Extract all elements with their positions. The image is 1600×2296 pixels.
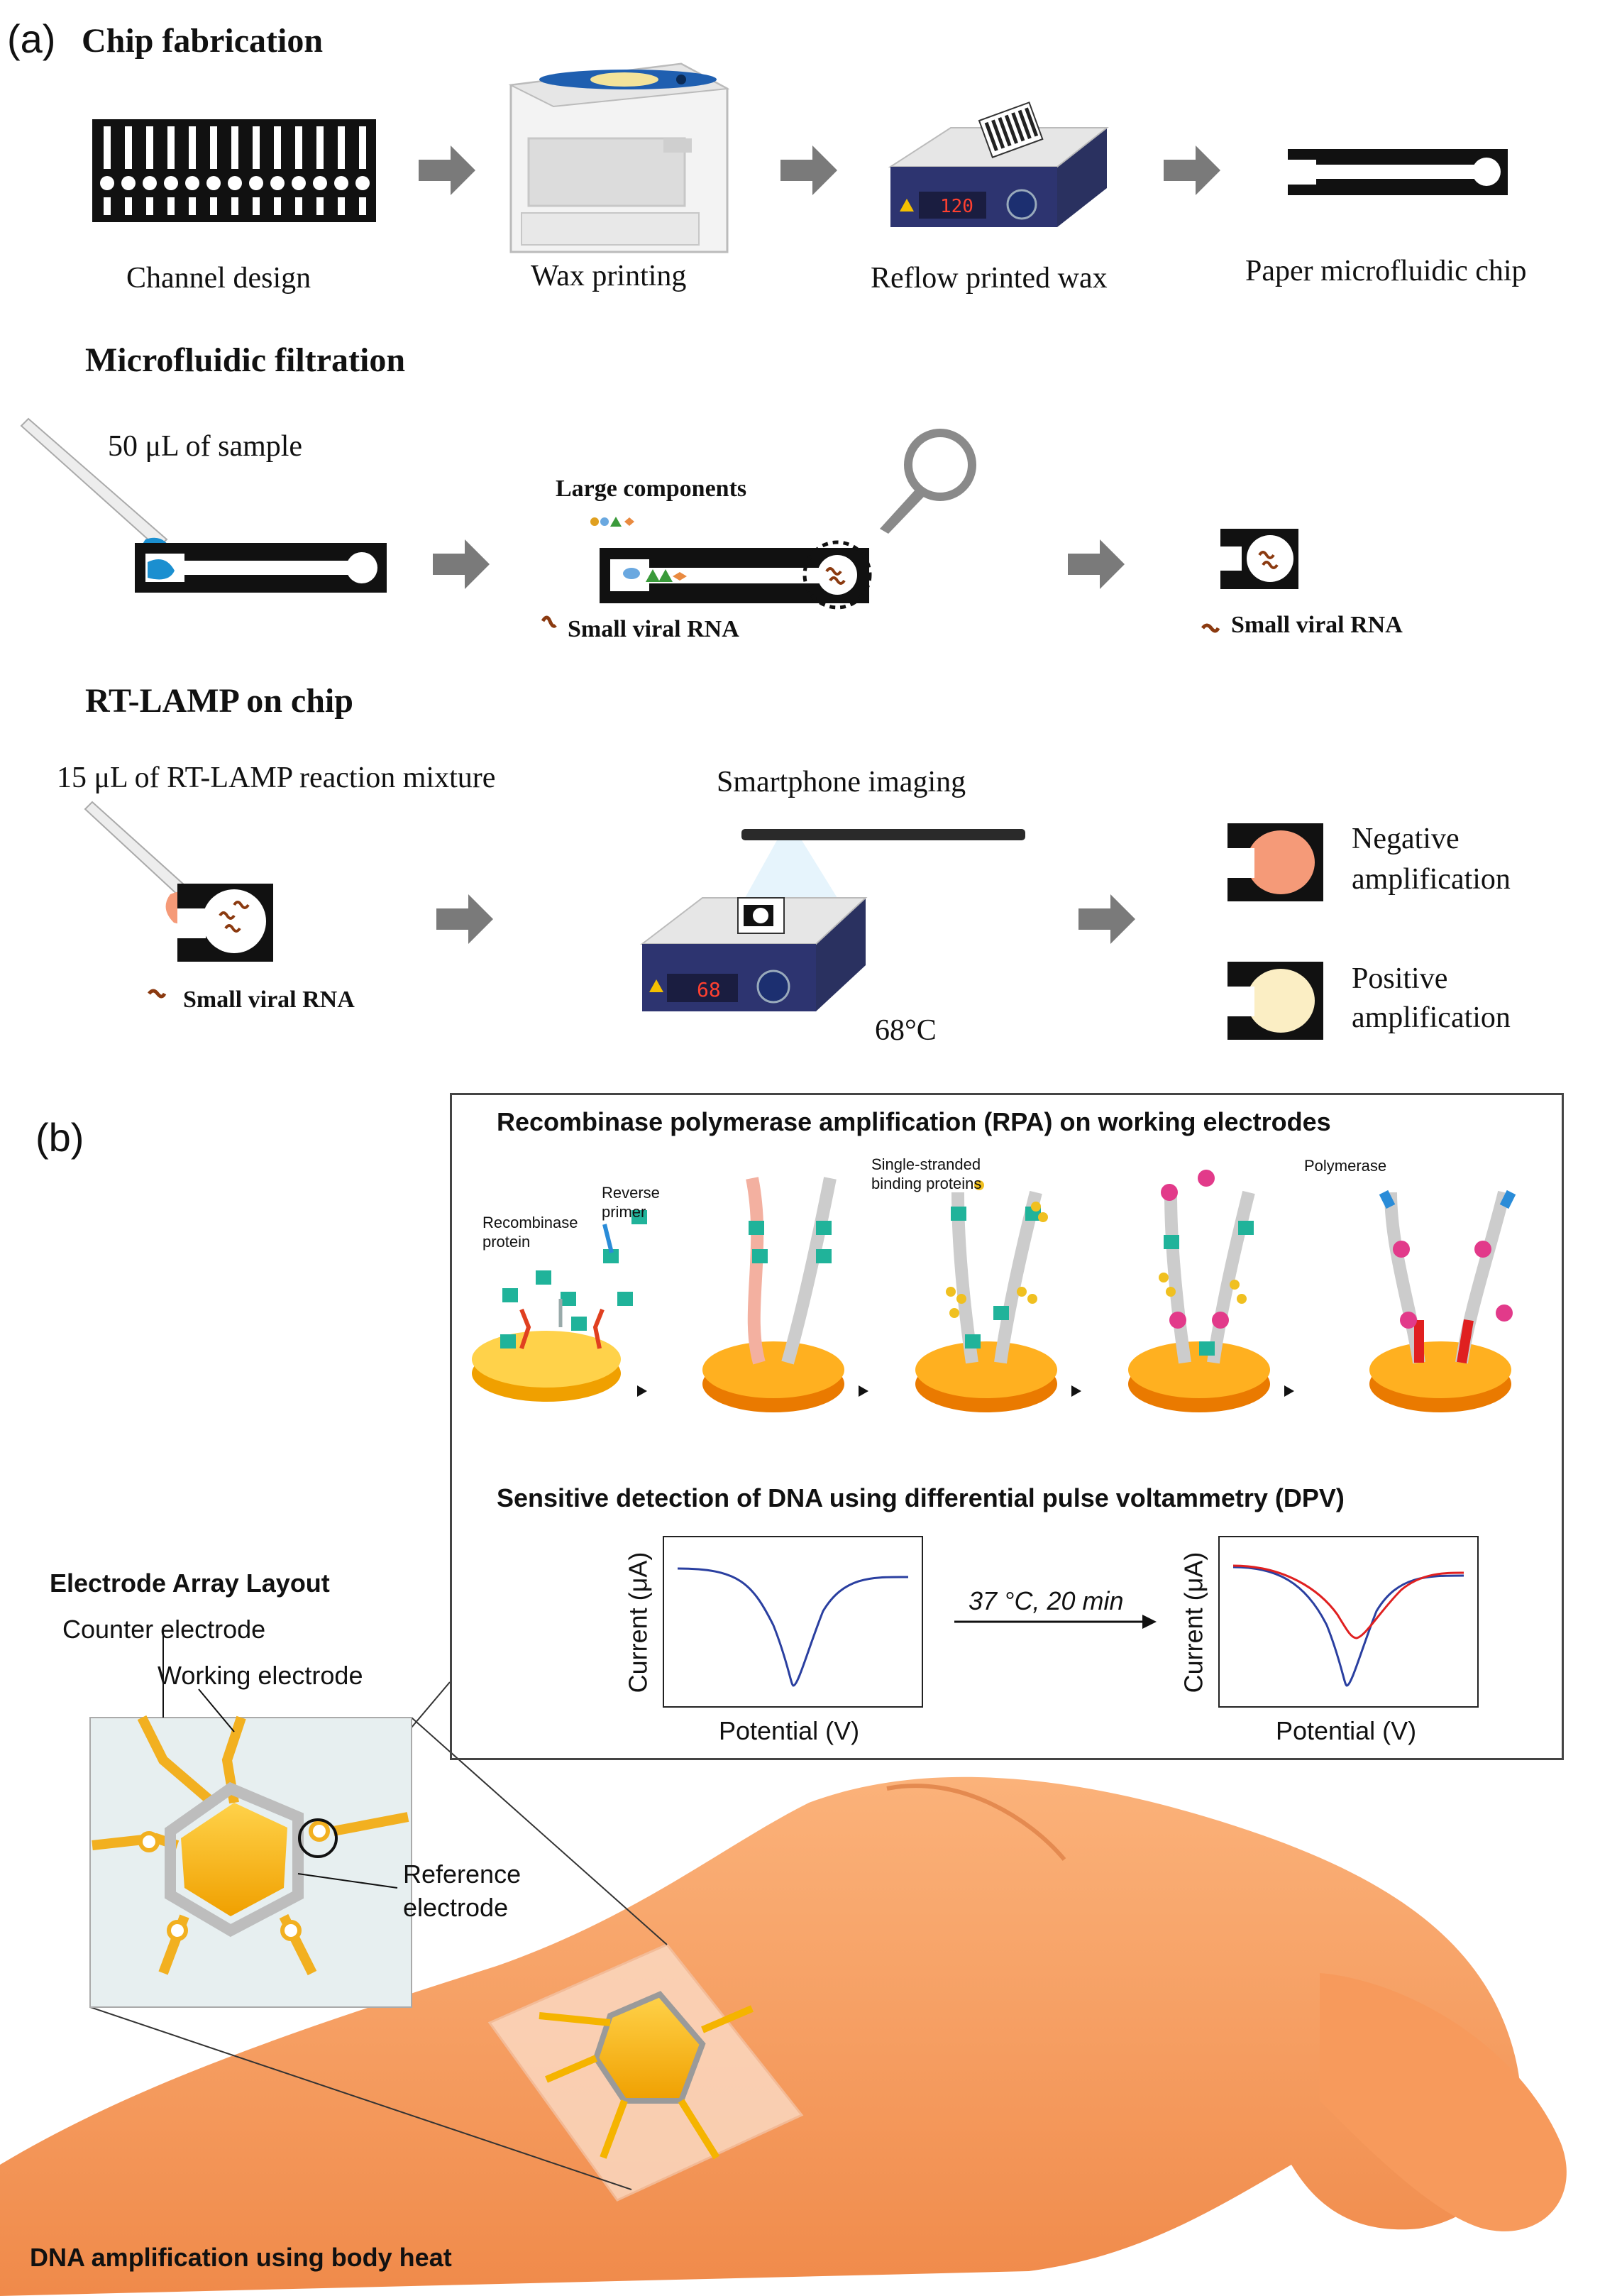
dpv-plot-before xyxy=(663,1536,923,1708)
sample-volume-label: 50 μL of sample xyxy=(108,430,303,463)
panel-a-label: (a) xyxy=(7,16,56,61)
step-channel-design: Channel design xyxy=(126,262,311,295)
process-arrows-row2 xyxy=(433,539,1125,589)
large-components-icons xyxy=(590,517,634,527)
paper-chip-graphic xyxy=(1288,149,1508,195)
negative-result-zone xyxy=(1227,823,1323,901)
rpa-step-1 xyxy=(472,1210,647,1402)
condition-label: 37 °C, 20 min xyxy=(969,1586,1124,1615)
small-viral-rna-label-1: Small viral RNA xyxy=(568,616,739,642)
rpa-info-box xyxy=(450,1093,1564,1760)
plot1-ylabel: Current (μA) xyxy=(623,1551,653,1693)
process-arrows-row3 xyxy=(436,894,1135,944)
step-wax-printing: Wax printing xyxy=(531,260,687,292)
electrode-array-inset xyxy=(89,1632,412,2008)
filtration-title: Microfluidic filtration xyxy=(85,341,406,379)
condition-arrow xyxy=(954,1615,1157,1629)
filter-chip-2 xyxy=(600,540,872,610)
rpa-step-4 xyxy=(1128,1170,1270,1412)
positive-result-zone xyxy=(1227,962,1323,1040)
footer-caption: DNA amplification using body heat xyxy=(30,2243,452,2272)
dpv-title: Sensitive detection of DNA using differe… xyxy=(497,1483,1345,1512)
lamp-detection-zone xyxy=(177,884,273,962)
rpa-step-5 xyxy=(1369,1190,1516,1412)
rna-icon-2 xyxy=(1201,623,1220,633)
tweezers-icon xyxy=(880,429,976,534)
negative-label-line2: amplification xyxy=(1352,863,1511,896)
wearable-patch xyxy=(487,1943,804,2202)
chip-fabrication-title: Chip fabrication xyxy=(82,22,324,60)
step-paper-chip: Paper microfluidic chip xyxy=(1245,255,1527,287)
rpa-step-3 xyxy=(915,1180,1057,1412)
label-recombinase-2: protein xyxy=(482,1233,531,1251)
hotplate-display-2: 68 xyxy=(697,978,721,1001)
counter-electrode-label: Counter electrode xyxy=(62,1615,266,1644)
smartphone-icon xyxy=(741,829,1025,898)
label-ssb-1: Single-stranded xyxy=(871,1155,981,1173)
rt-lamp-title: RT-LAMP on chip xyxy=(85,682,353,720)
label-ssb-2: binding proteins xyxy=(871,1175,982,1192)
rna-icon-3 xyxy=(148,989,167,999)
filter-chip-1 xyxy=(135,543,387,593)
reference-electrode-label-1: Reference xyxy=(403,1860,522,1889)
label-recombinase-1: Recombinase xyxy=(482,1214,578,1231)
process-arrows-row1 xyxy=(419,145,1220,195)
small-viral-rna-label-3: Small viral RNA xyxy=(183,987,355,1013)
reaction-mixture-label: 15 μL of RT-LAMP reaction mixture xyxy=(57,762,496,794)
reference-electrode-label-2: electrode xyxy=(403,1893,509,1922)
electrode-layout-title: Electrode Array Layout xyxy=(50,1569,330,1598)
temperature-label: 68°C xyxy=(875,1014,937,1047)
small-viral-rna-label-2: Small viral RNA xyxy=(1231,612,1403,638)
channel-design-graphic xyxy=(92,119,376,222)
label-reverse-primer-1: Reverse xyxy=(602,1184,660,1202)
label-reverse-primer-2: primer xyxy=(602,1203,646,1221)
step-reflow: Reflow printed wax xyxy=(871,262,1108,295)
hotplate-display-1: 120 xyxy=(940,196,973,217)
plot1-xlabel: Potential (V) xyxy=(719,1716,860,1745)
hotplate-graphic-1 xyxy=(888,101,1109,227)
rna-icon-1 xyxy=(541,615,557,628)
rpa-sequence-graphics xyxy=(472,1170,1516,1412)
negative-label-line1: Negative xyxy=(1352,823,1460,855)
wax-printer-graphic xyxy=(508,62,730,253)
plot2-xlabel: Potential (V) xyxy=(1276,1716,1417,1745)
positive-label-line1: Positive xyxy=(1352,962,1448,995)
hotplate-graphic-2 xyxy=(640,897,868,1011)
rpa-title: Recombinase polymerase amplification (RP… xyxy=(497,1107,1331,1136)
hand-illustration xyxy=(0,1776,1567,2296)
large-components-label: Large components xyxy=(556,476,747,502)
panel-b-label: (b) xyxy=(35,1115,84,1160)
working-electrode-label: Working electrode xyxy=(158,1661,363,1690)
positive-label-line2: amplification xyxy=(1352,1001,1511,1034)
dpv-plot-after xyxy=(1218,1536,1479,1708)
smartphone-imaging-label: Smartphone imaging xyxy=(717,766,966,798)
detached-detection-zone xyxy=(1220,529,1298,589)
plot2-ylabel: Current (μA) xyxy=(1179,1551,1208,1693)
rpa-step-2 xyxy=(702,1177,844,1412)
label-polymerase: Polymerase xyxy=(1304,1157,1387,1175)
